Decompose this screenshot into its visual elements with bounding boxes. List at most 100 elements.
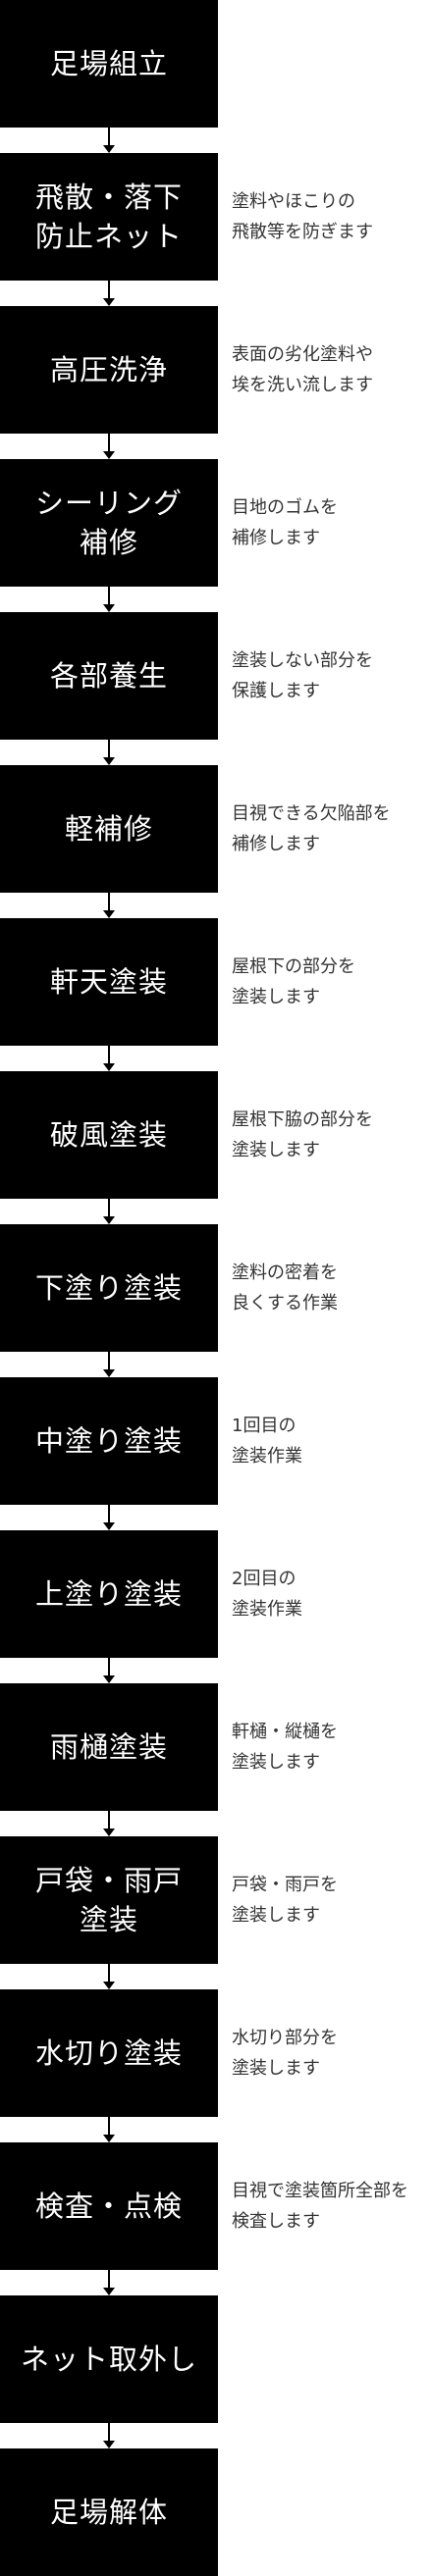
step-description-text: 屋根下の部分を 塗装します (232, 956, 355, 1007)
connector-line (108, 434, 110, 451)
flow-step: 上塗り塗装 2回目の 塗装作業 (0, 1530, 431, 1658)
step-box: 雨樋塗装 (0, 1683, 218, 1811)
step-box: 高圧洗浄 (0, 306, 218, 434)
step-description-text: 2回目の 塗装作業 (232, 1569, 302, 1620)
step-description: 屋根下脇の部分を 塗装します (232, 1071, 428, 1199)
step-label: ネット取外し (20, 2343, 197, 2376)
flow-step: 破風塗装 屋根下脇の部分を 塗装します (0, 1071, 431, 1199)
step-description-text: 軒樋・縦樋を 塗装します (232, 1722, 338, 1773)
flow-step: 飛散・落下 防止ネット塗料やほこりの 飛散等を防ぎます (0, 153, 431, 281)
step-description-text: 表面の劣化塗料や 埃を洗い流します (232, 344, 373, 395)
step-label: 下塗り塗装 (34, 1271, 183, 1305)
step-box: 軒天塗装 (0, 918, 218, 1046)
step-box: 下塗り塗装 (0, 1224, 218, 1352)
arrow-down-icon (103, 757, 115, 765)
arrow-down-icon (103, 2288, 115, 2295)
connector-line (108, 893, 110, 910)
flow-step: 足場組立 (0, 0, 431, 128)
step-label: 上塗り塗装 (34, 1577, 183, 1611)
arrow-down-icon (103, 910, 115, 918)
arrow-down-icon (103, 145, 115, 153)
arrow-down-icon (103, 604, 115, 612)
step-label: 足場解体 (49, 2496, 168, 2529)
arrow-down-icon (103, 1369, 115, 1377)
step-label: 足場組立 (49, 47, 168, 80)
flow-step: 高圧洗浄 表面の劣化塗料や 埃を洗い流します (0, 306, 431, 434)
connector-line (108, 1352, 110, 1369)
step-label: 軽補修 (64, 812, 153, 846)
step-box: 軽補修 (0, 765, 218, 893)
step-label: 戸袋・雨戸 塗装 (34, 1864, 183, 1936)
step-description: 目地のゴムを 補修します (232, 459, 428, 587)
flow-step: シーリング 補修目地のゴムを 補修します (0, 459, 431, 587)
step-box: 各部養生 (0, 612, 218, 740)
step-label: 高圧洗浄 (49, 353, 168, 386)
step-description-text: 目地のゴムを 補修します (232, 497, 338, 548)
step-label: シーリング 補修 (34, 487, 183, 559)
step-description: 屋根下の部分を 塗装します (232, 918, 428, 1046)
connector-line (108, 1964, 110, 1982)
connector-line (108, 1811, 110, 1829)
connector-line (108, 2270, 110, 2288)
step-label: 雨樋塗装 (49, 1730, 168, 1764)
flow-step: 水切り塗装 水切り部分を 塗装します (0, 1989, 431, 2117)
connector-line (108, 1658, 110, 1675)
arrow-down-icon (103, 1829, 115, 1836)
step-description: 塗装しない部分を 保護します (232, 612, 428, 740)
arrow-down-icon (103, 451, 115, 459)
step-box: 足場解体 (0, 2448, 218, 2576)
flow-step: 雨樋塗装 軒樋・縦樋を 塗装します (0, 1683, 431, 1811)
step-box: 上塗り塗装 (0, 1530, 218, 1658)
connector-line (108, 740, 110, 757)
flow-step: 軽補修 目視できる欠陥部を 補修します (0, 765, 431, 893)
arrow-down-icon (103, 1063, 115, 1071)
step-box: ネット取外し (0, 2295, 218, 2423)
arrow-down-icon (103, 2441, 115, 2448)
arrow-down-icon (103, 1982, 115, 1989)
step-box: 破風塗装 (0, 1071, 218, 1199)
step-description: 塗料やほこりの 飛散等を防ぎます (232, 153, 428, 281)
step-description-text: 塗装しない部分を 保護します (232, 650, 373, 701)
step-description: 目視できる欠陥部を 補修します (232, 765, 428, 893)
step-label: 破風塗装 (49, 1118, 168, 1152)
flow-step: 下塗り塗装 塗料の密着を 良くする作業 (0, 1224, 431, 1352)
step-box: 中塗り塗装 (0, 1377, 218, 1505)
step-description: 軒樋・縦樋を 塗装します (232, 1683, 428, 1811)
step-box: 水切り塗装 (0, 1989, 218, 2117)
step-description: 目視で塗装箇所全部を 検査します (232, 2142, 428, 2270)
flow-step: 各部養生塗装しない部分を 保護します (0, 612, 431, 740)
step-label: 軒天塗装 (49, 965, 168, 999)
step-box: 足場組立 (0, 0, 218, 128)
flow-step: 戸袋・雨戸 塗装戸袋・雨戸を 塗装します (0, 1836, 431, 1964)
step-description-text: 1回目の 塗装作業 (232, 1416, 302, 1467)
step-description-text: 水切り部分を 塗装します (232, 2028, 338, 2079)
step-box: 戸袋・雨戸 塗装 (0, 1836, 218, 1964)
arrow-down-icon (103, 298, 115, 306)
step-description-text: 目視できる欠陥部を 補修します (232, 803, 391, 854)
arrow-down-icon (103, 1522, 115, 1530)
flow-step: 検査・点検目視で塗装箇所全部を 検査します (0, 2142, 431, 2270)
step-description: 水切り部分を 塗装します (232, 1989, 428, 2117)
step-box: 飛散・落下 防止ネット (0, 153, 218, 281)
flow-step: 中塗り塗装 1回目の 塗装作業 (0, 1377, 431, 1505)
connector-line (108, 1046, 110, 1063)
step-description-text: 塗料やほこりの 飛散等を防ぎます (232, 191, 373, 242)
step-description: 戸袋・雨戸を 塗装します (232, 1836, 428, 1964)
step-description-text: 塗料の密着を 良くする作業 (232, 1262, 338, 1314)
step-description: 2回目の 塗装作業 (232, 1530, 428, 1658)
step-description: 表面の劣化塗料や 埃を洗い流します (232, 306, 428, 434)
connector-line (108, 2423, 110, 2441)
flow-step: ネット取外し (0, 2295, 431, 2423)
connector-line (108, 281, 110, 298)
step-description: 塗料の密着を 良くする作業 (232, 1224, 428, 1352)
step-label: 水切り塗装 (34, 2036, 183, 2070)
step-label: 飛散・落下 防止ネット (34, 180, 183, 253)
step-description-text: 屋根下脇の部分を 塗装します (232, 1109, 373, 1160)
connector-line (108, 128, 110, 145)
flow-step: 足場解体 (0, 2448, 431, 2576)
arrow-down-icon (103, 1216, 115, 1224)
step-description-text: 戸袋・雨戸を 塗装します (232, 1875, 338, 1926)
step-description: 1回目の 塗装作業 (232, 1377, 428, 1505)
connector-line (108, 1505, 110, 1522)
connector-line (108, 587, 110, 604)
